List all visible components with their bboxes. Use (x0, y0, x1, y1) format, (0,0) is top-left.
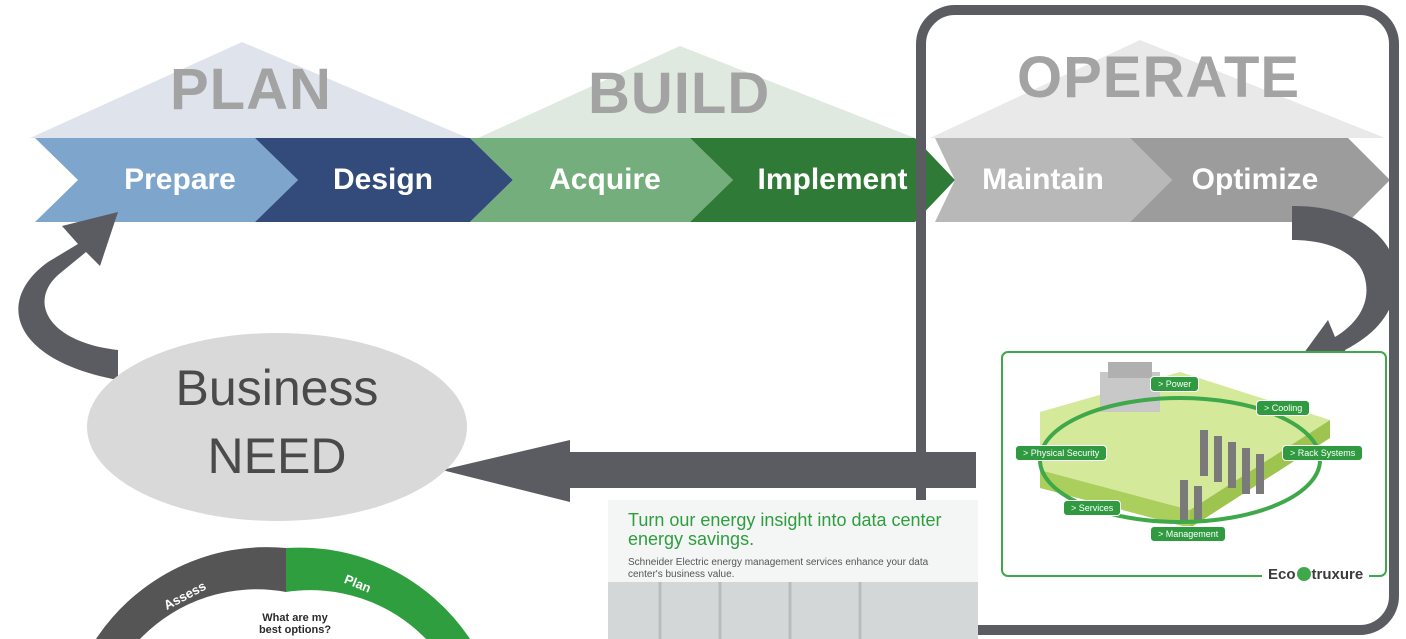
operate-down-arrow-right (1290, 205, 1398, 378)
eco-tag-services: Services (1063, 500, 1122, 516)
ecostruxure-logo: Eco truxure (1262, 566, 1370, 583)
business-need-label: Business NEED (87, 355, 467, 500)
eco-brand-swirl-icon (1296, 567, 1311, 581)
step-implement: Implement (757, 163, 908, 196)
service-wheel-center-text: What are my best options? (258, 612, 332, 636)
brochure-headline: Turn our energy insight into data center… (628, 510, 942, 549)
service-wheel-plan-segment (286, 547, 470, 639)
plan-triangle (30, 42, 468, 138)
eco-tag-rack-systems: Rack Systems (1282, 445, 1364, 461)
step-maintain: Maintain (982, 163, 1104, 196)
eco-tag-management: Management (1150, 526, 1227, 542)
design-chevron (255, 138, 513, 222)
business-need-line1: Business (175, 360, 379, 416)
eco-tag-cooling: Cooling (1256, 400, 1311, 416)
acquire-chevron (470, 138, 733, 222)
step-acquire: Acquire (549, 163, 661, 196)
phase-title-operate: OPERATE (1017, 45, 1301, 110)
return-arrow-left (18, 212, 118, 380)
phase-title-build: BUILD (588, 61, 771, 126)
implement-chevron (690, 138, 955, 222)
brochure-thumbnail-photo (608, 582, 978, 639)
eco-brand-prefix: Eco (1268, 566, 1296, 583)
eco-brand-suffix: truxure (1311, 566, 1364, 583)
step-prepare: Prepare (124, 163, 236, 196)
build-triangle (478, 46, 915, 138)
prepare-chevron (35, 138, 298, 222)
business-need-line2: NEED (207, 428, 347, 484)
business-need-ellipse (87, 333, 467, 521)
optimize-chevron (1130, 138, 1390, 222)
eco-tag-physical-security: Physical Security (1015, 445, 1108, 461)
step-optimize: Optimize (1191, 163, 1319, 196)
operate-highlight-frame (916, 5, 1399, 635)
feedback-arrow (442, 440, 976, 502)
service-wheel-assess-segment (96, 547, 286, 639)
maintain-chevron (935, 138, 1172, 222)
operate-triangle (930, 40, 1385, 138)
eco-tag-power: Power (1150, 376, 1200, 392)
brochure-subtext: Schneider Electric energy management ser… (628, 557, 929, 580)
step-design: Design (332, 163, 434, 196)
phase-title-plan: PLAN (170, 57, 332, 122)
